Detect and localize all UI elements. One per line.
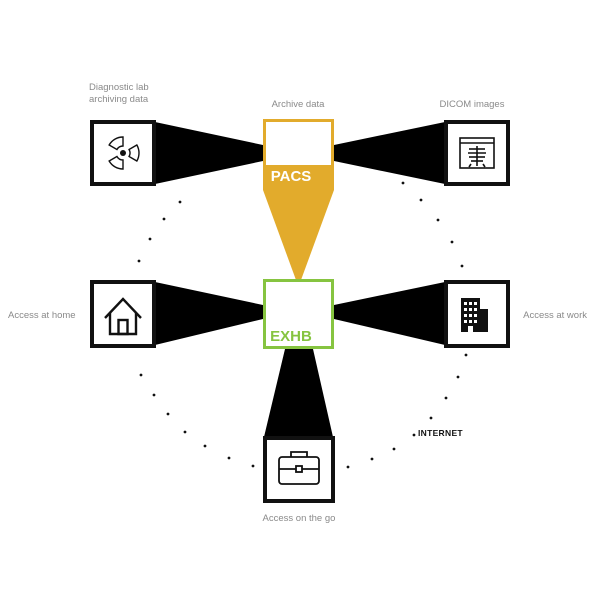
home-caption: Access at home bbox=[8, 310, 76, 321]
go-node bbox=[263, 436, 335, 503]
go-caption: Access on the go bbox=[263, 513, 336, 524]
office-building-icon bbox=[461, 298, 488, 332]
house-icon bbox=[104, 297, 142, 336]
radiation-icon bbox=[108, 136, 140, 170]
dicom-caption: DICOM images bbox=[440, 99, 505, 110]
internet-ring bbox=[131, 181, 471, 469]
dicom-node bbox=[444, 120, 510, 186]
home-node bbox=[90, 280, 156, 348]
exhb-label: EXHB bbox=[270, 328, 312, 345]
beam-work-exhb bbox=[334, 282, 445, 345]
beam-go-exhb bbox=[264, 349, 333, 437]
beam-lab-pacs bbox=[155, 122, 263, 184]
briefcase-icon bbox=[278, 451, 320, 485]
pacs-caption: Archive data bbox=[272, 99, 326, 110]
internet-label: INTERNET bbox=[418, 428, 463, 438]
beam-pacs-exhb bbox=[263, 190, 334, 280]
xray-image-icon bbox=[459, 137, 495, 169]
beam-dicom-pacs bbox=[334, 122, 445, 184]
work-node bbox=[444, 280, 510, 348]
lab-node bbox=[90, 120, 156, 186]
lab-caption-line2: archiving data bbox=[89, 94, 149, 105]
beam-home-exhb bbox=[155, 282, 263, 345]
pacs-label: PACS bbox=[271, 168, 312, 185]
work-caption: Access at work bbox=[523, 310, 587, 321]
exhb-hub: EXHB bbox=[263, 279, 334, 349]
pacs-hub: PACS bbox=[263, 119, 334, 190]
lab-caption-line1: Diagnostic lab bbox=[89, 82, 149, 93]
